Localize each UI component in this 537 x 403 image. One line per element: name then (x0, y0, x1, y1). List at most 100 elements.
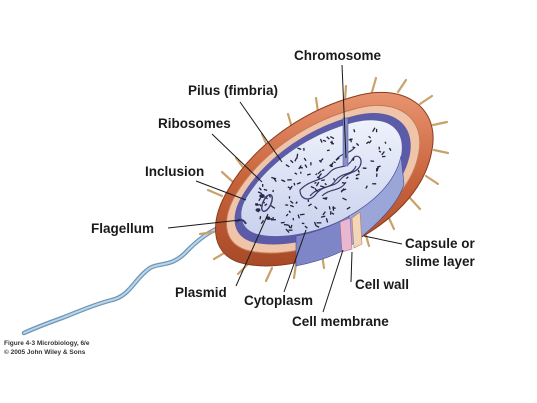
ribosome (324, 182, 327, 186)
ribosome (296, 153, 299, 159)
ribosome (348, 138, 353, 141)
ribosome (271, 176, 277, 180)
ribosome (289, 185, 293, 191)
ribosome (263, 188, 268, 191)
ribosome (332, 206, 335, 209)
ribosome (285, 204, 289, 206)
ribosome (372, 183, 377, 185)
ribosome (341, 181, 346, 185)
ribosome (304, 225, 308, 229)
ribosome (321, 169, 325, 172)
ribosome (315, 224, 320, 228)
ribosome (259, 215, 262, 220)
ribosome (314, 187, 318, 192)
ribosome (333, 161, 336, 164)
ribosome (296, 181, 301, 185)
ribosome (257, 191, 263, 195)
label-flagellum: Flagellum (91, 221, 154, 236)
ribosome (273, 177, 277, 182)
ribosome (362, 167, 367, 169)
ribosome (285, 164, 290, 168)
label-cell-membrane: Cell membrane (292, 314, 389, 329)
ribosome (318, 173, 323, 178)
ribosome (281, 179, 286, 183)
ribosome (342, 197, 347, 201)
ribosome (317, 170, 322, 175)
ribosome (288, 210, 291, 214)
ribosome (315, 173, 318, 176)
label-cytoplasm: Cytoplasm (244, 293, 313, 308)
ribosome (307, 199, 310, 202)
ribosome (313, 221, 317, 226)
ribosome (290, 159, 294, 164)
ribosome (270, 205, 276, 209)
ribosome (346, 206, 351, 210)
leader-lines (167, 64, 403, 313)
ribosome (301, 222, 305, 225)
ribosome (304, 164, 308, 168)
ribosome (285, 228, 290, 233)
pili (198, 76, 450, 283)
ribosome (297, 214, 300, 219)
ribosome (295, 201, 298, 204)
ribosome (381, 151, 385, 156)
ribosome (293, 182, 296, 186)
ribosome (319, 185, 325, 188)
ribosome (345, 176, 349, 180)
ribosome (258, 187, 262, 191)
ribosome (329, 136, 335, 140)
ribosome (258, 197, 262, 202)
ribosome (321, 179, 325, 182)
ribosome (271, 219, 277, 221)
plasmid (261, 193, 273, 213)
ribosome (372, 127, 376, 132)
ribosome (258, 203, 262, 207)
ribosome (255, 204, 259, 206)
ribosome (322, 197, 328, 200)
label-cell-wall: Cell wall (355, 277, 409, 292)
ribosome (255, 203, 259, 205)
ribosome (280, 221, 285, 224)
ribosome (262, 183, 264, 187)
ribosome (326, 136, 330, 140)
ribosome (294, 157, 298, 162)
ribosome (268, 195, 272, 198)
figure-credit-line2: © 2005 John Wiley & Sons (4, 348, 86, 356)
ribosome (357, 169, 360, 173)
ribosome (355, 142, 360, 147)
ribosome (326, 149, 330, 152)
ribosome (352, 157, 355, 161)
ribosome (316, 176, 321, 180)
ribosome (314, 205, 318, 210)
ribosomes (255, 127, 392, 233)
ribosome (314, 181, 317, 184)
ribosome (328, 206, 331, 210)
ribosome (320, 215, 326, 218)
ribosome (368, 135, 372, 139)
ribosome (319, 158, 324, 163)
ribosome (299, 213, 305, 216)
ribosome (376, 165, 381, 168)
ribosome (303, 147, 305, 151)
ribosome (315, 181, 320, 187)
ribosome (297, 147, 302, 150)
ribosome (300, 171, 302, 174)
ribosome (375, 173, 378, 177)
ribosome (340, 188, 345, 193)
label-chromosome: Chromosome (294, 48, 382, 63)
ribosome (319, 138, 323, 143)
ribosome (308, 203, 312, 207)
ribosome (260, 219, 265, 225)
label-inclusion: Inclusion (145, 164, 204, 179)
ribosome (333, 177, 336, 181)
ribosome (381, 155, 386, 158)
ribosome (325, 217, 329, 223)
ribosome (298, 165, 302, 170)
ribosome (355, 177, 359, 180)
flagellum (21, 219, 241, 336)
ribosome (331, 212, 335, 215)
ribosome (388, 147, 392, 152)
ribosome (352, 146, 356, 149)
ribosome (288, 196, 291, 199)
